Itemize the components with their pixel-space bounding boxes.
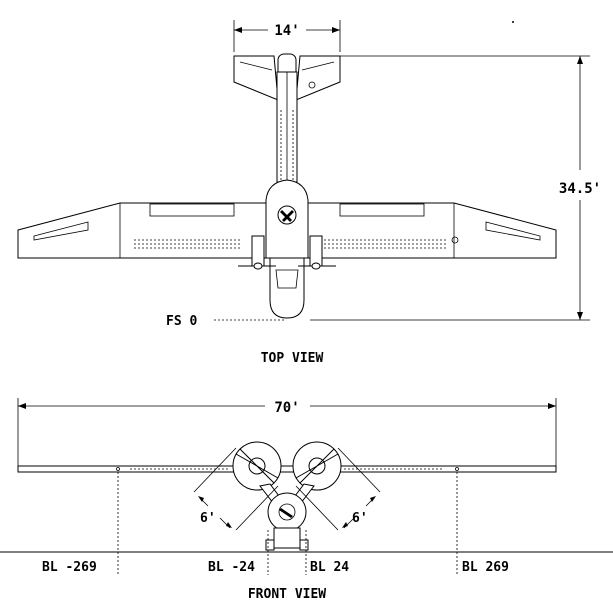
- fs0-station: FS 0: [166, 314, 286, 329]
- buttock-lines: [117, 472, 458, 575]
- front-view-title: FRONT VIEW: [248, 587, 326, 602]
- bl-label-left-inner: BL -24: [208, 560, 255, 575]
- tail-span-label: 14': [274, 23, 299, 39]
- length-label: 34.5': [559, 181, 601, 197]
- fs0-label: FS 0: [166, 314, 197, 329]
- bl-label-right-inner: BL 24: [310, 560, 349, 575]
- front-wing: [17, 465, 557, 473]
- fuselage: [265, 179, 309, 319]
- prop-left-label: 6': [200, 511, 216, 526]
- top-view: 14': [17, 20, 601, 366]
- engines-top: [238, 235, 336, 270]
- wingspan-label: 70': [274, 400, 299, 416]
- prop-dimension-left: 6': [193, 447, 279, 531]
- front-fuselage: [265, 492, 309, 551]
- tail-boom: [276, 71, 298, 183]
- top-view-title: TOP VIEW: [261, 351, 324, 366]
- prop-right-label: 6': [352, 511, 368, 526]
- wing-vortex-generators: [134, 239, 446, 249]
- left-propeller: [232, 441, 282, 491]
- registration-dot: [512, 21, 514, 23]
- tail-span-dimension: 14': [233, 20, 341, 52]
- bl-label-left-outer: BL -269: [42, 560, 97, 575]
- length-dimension: 34.5': [310, 55, 601, 321]
- front-view: 70': [0, 398, 613, 602]
- prop-dimension-right: 6': [295, 447, 381, 531]
- bl-label-right-outer: BL 269: [462, 560, 509, 575]
- wingspan-dimension: 70': [17, 398, 557, 466]
- right-propeller: [292, 441, 342, 491]
